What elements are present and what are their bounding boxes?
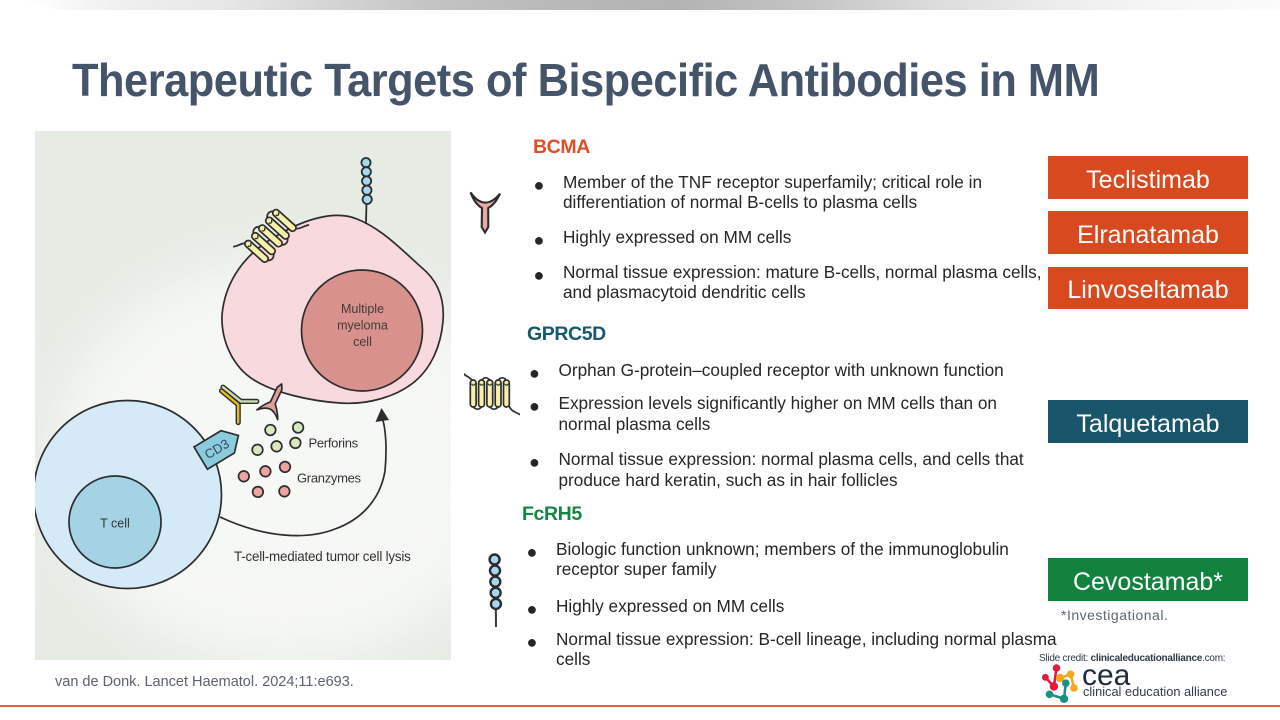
svg-text:clinical education alliance: clinical education alliance (1083, 684, 1227, 699)
svg-text:Perforins: Perforins (309, 436, 359, 451)
svg-text:myeloma: myeloma (337, 318, 388, 332)
svg-text:Granzymes: Granzymes (297, 471, 362, 486)
svg-text:cell: cell (353, 335, 372, 349)
svg-text:cea: cea (1082, 662, 1131, 692)
svg-text:Multiple: Multiple (341, 302, 384, 316)
svg-text:T cell: T cell (100, 517, 130, 531)
svg-text:T-cell-mediated tumor cell lys: T-cell-mediated tumor cell lysis (234, 549, 411, 564)
